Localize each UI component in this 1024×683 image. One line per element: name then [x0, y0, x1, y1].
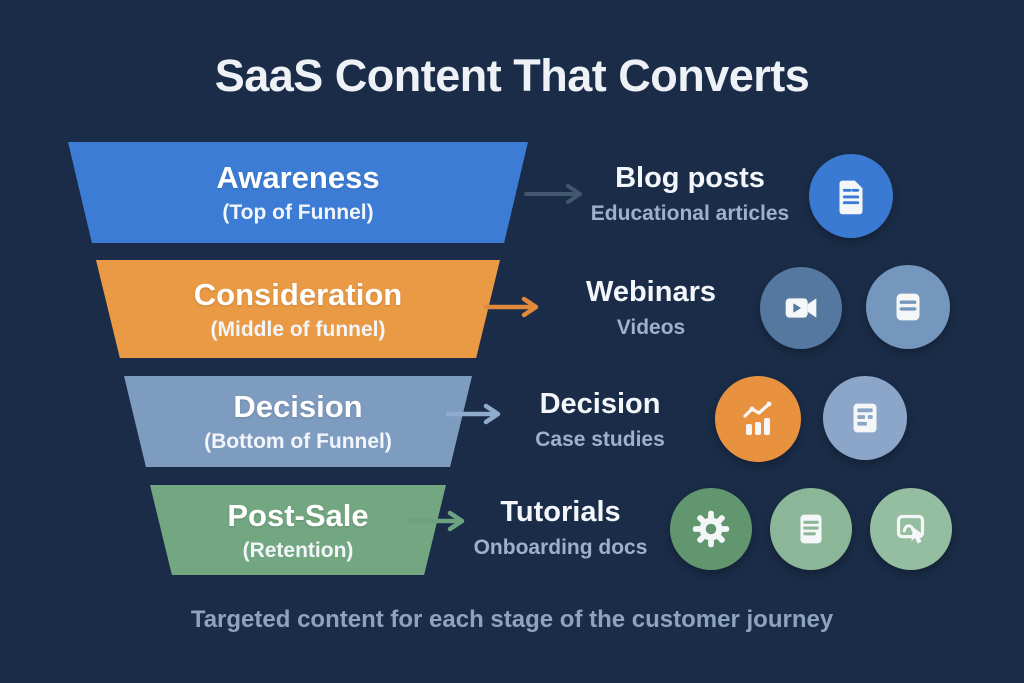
funnel-stage-consideration: Consideration (Middle of funnel)	[96, 260, 500, 358]
caption: Targeted content for each stage of the c…	[190, 606, 834, 633]
content-row-post-sale: Tutorials Onboarding docs	[463, 496, 658, 560]
content-row-decision: Decision Case studies	[505, 388, 695, 452]
content-title: Blog posts	[615, 162, 765, 194]
arrow-post-sale-icon	[408, 508, 472, 534]
bar-chart-icon	[715, 376, 801, 462]
funnel-stage-label: Awareness	[216, 160, 380, 195]
funnel-stage-sublabel: (Bottom of Funnel)	[204, 430, 392, 453]
funnel-stage-label: Decision	[233, 389, 363, 424]
funnel-stage-label: Consideration	[193, 276, 403, 312]
content-subtitle: Videos	[616, 316, 686, 339]
document-lines-icon	[770, 488, 852, 570]
content-row-consideration: Webinars Videos	[556, 276, 746, 340]
arrow-awareness-icon	[524, 181, 590, 207]
note-icon	[866, 265, 950, 349]
report-icon	[823, 376, 907, 460]
content-title: Tutorials	[500, 496, 621, 528]
funnel-stage-sublabel: (Retention)	[242, 538, 354, 562]
document-icon	[809, 154, 893, 238]
content-subtitle: Case studies	[535, 428, 665, 451]
content-title: Webinars	[585, 276, 716, 308]
arrow-consideration-icon	[484, 294, 546, 320]
content-title: Decision	[539, 388, 661, 420]
video-camera-icon	[760, 267, 842, 349]
gear-icon	[670, 488, 752, 570]
funnel-stage-sublabel: (Top of Funnel)	[222, 201, 374, 224]
funnel-stage-awareness: Awareness (Top of Funnel)	[68, 142, 528, 243]
funnel-stage-decision: Decision (Bottom of Funnel)	[124, 376, 472, 467]
funnel-stage-post-sale: Post-Sale (Retention)	[150, 485, 446, 575]
funnel-stage-label: Post-Sale	[227, 497, 369, 533]
content-subtitle: Educational articles	[590, 202, 790, 225]
content-row-awareness: Blog posts Educational articles	[590, 162, 790, 226]
arrow-decision-icon	[446, 401, 508, 427]
page-title: SaaS Content That Converts	[214, 50, 810, 101]
interactive-demo-icon	[870, 488, 952, 570]
funnel-stage-sublabel: (Middle of funnel)	[210, 317, 386, 341]
content-subtitle: Onboarding docs	[473, 536, 648, 559]
